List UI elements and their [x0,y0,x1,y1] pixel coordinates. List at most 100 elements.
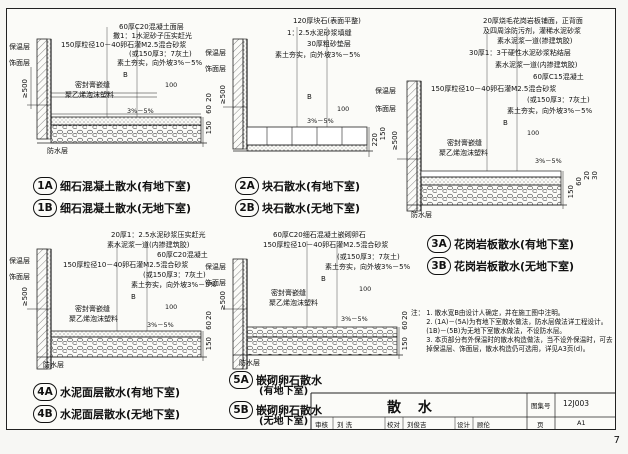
d4-dim-20: 20 [205,311,213,320]
caption-5b-sub: (无地下室) [259,416,309,427]
d1-dim-500: ≥500 [21,79,29,99]
d3-layer-9: 素土夯实，向外坡3%－5% [507,107,593,115]
badge-1b: 1B [33,199,57,217]
title-block-grid [310,392,615,429]
d3-layer-4: 30厚1：3干硬性水泥砂浆粘结层 [469,49,571,57]
caption-1a: 1A 细石混凝土散水(有地下室) [33,177,191,195]
d1-layer-4: (或150厚3：7灰土) [129,50,192,58]
d5-label-finish: 饰面层 [205,279,226,287]
d5-dim-500: ≥500 [219,291,227,311]
d3-dim-500: ≥500 [391,131,399,151]
tb-design-name: 顾伦 [477,421,490,429]
detail-4-section [27,241,207,370]
caption-5a-sub: (有地下室) [259,386,309,397]
d5-label-sealant: 密封膏嵌缝 [271,289,306,297]
detail-5-section [223,241,403,370]
d5-dim-20: 20 [401,311,409,320]
d2-label-width: B [307,93,312,101]
badge-2a: 2A [235,177,259,195]
d1-layer-3: 150厚粒径10－40卵石灌M2.5混合砂浆 [61,41,187,49]
d4-dim-150: 150 [205,337,213,351]
d5-label-width: B [321,275,326,283]
d5-label-foam: 聚乙烯泡沫塑料 [269,299,318,307]
d5-label-waterproof: 防水层 [239,359,260,367]
notes-block: 注： 1. 散水宽B由设计人确定，并在施工图中注明。 2. (1A)－(5A)为… [411,309,617,354]
d3-label-slope: 3%－5% [535,157,562,165]
d4-layer-1: 20厚1：2.5水泥砂浆压实赶光 [111,231,206,239]
d3-label-insulation: 保温层 [375,87,396,95]
caption-3b-text: 花岗岩板散水(无地下室) [454,260,575,273]
d4-label-foam: 聚乙烯泡沫塑料 [69,315,118,323]
caption-3b: 3B 花岗岩板散水(无地下室) [427,257,574,275]
d3-dim-30: 30 [591,171,599,180]
detail-3-section [397,33,567,212]
d2-layer-2: 1：2.5水泥砂浆填缝 [287,29,352,37]
d4-label-insulation: 保温层 [9,257,30,265]
d3-label-width: B [503,119,508,127]
note-3: 3. 本页部分有外保温时的散水构造做法，当不设外保温时，可去掉保温层、饰面层，散… [426,336,613,353]
d4-layer-4: 150厚粒径10－40卵石灌M2.5混合砂浆 [63,261,189,269]
d2-dim-500: ≥500 [219,85,227,105]
caption-2a: 2A 块石散水(有地下室) [235,177,360,195]
d3-layer-8: (或150厚3：7灰土) [527,96,590,104]
tb-design-label: 设计 [457,421,470,429]
tb-review-label: 审核 [315,421,328,429]
d2-label-finish: 饰面层 [205,65,226,73]
d2-dim-100: 100 [337,105,350,113]
caption-2b-text: 块石散水(无地下室) [262,202,361,215]
d3-dim-150: 150 [567,185,575,199]
badge-2b: 2B [235,199,259,217]
d3-label-sealant: 密封膏嵌缝 [447,139,482,147]
d4-layer-2: 素水泥浆一道(内掺建筑胶) [107,241,190,249]
d1-label-width: B [123,71,128,79]
d4-layer-3: 60厚C20混凝土 [157,251,208,259]
d1-label-finish: 饰面层 [9,59,30,67]
atlas-number: 12J003 [563,399,590,408]
d5-layer-4: 素土夯实，向外坡3%－5% [325,263,411,271]
d2-dim-150: 150 [379,127,387,141]
d2-label-insulation: 保温层 [205,49,226,57]
drawing-sheet: 60厚C20混凝土面层 撒1：1水泥砂子压实赶光 150厚粒径10－40卵石灌M… [6,8,616,430]
construction-details-drawing [27,27,615,429]
caption-1b-text: 细石混凝土散水(无地下室) [60,202,192,215]
caption-1b: 1B 细石混凝土散水(无地下室) [33,199,191,217]
d1-label-sealant: 密封膏嵌缝 [75,81,110,89]
caption-4a-text: 水泥面层散水(有地下室) [60,386,181,399]
d2-label-slope: 3%－5% [307,117,334,125]
d5-dim-60: 60 [401,321,409,330]
d4-label-slope: 3%－5% [147,321,174,329]
tb-review-name: 刘 洗 [337,421,353,429]
caption-1a-text: 细石混凝土散水(有地下室) [60,180,192,193]
d3-label-finish: 饰面层 [375,105,396,113]
d4-dim-60: 60 [205,321,213,330]
d1-label-foam: 聚乙烯泡沫塑料 [65,91,114,99]
d5-layer-2: 150厚粒径10－40卵石灌M2.5混合砂浆 [263,241,389,249]
d1-layer-1: 60厚C20混凝土面层 [119,23,184,31]
tb-page-label: 页 [537,421,544,429]
d1-dim-20: 20 [205,93,213,102]
d1-dim-60: 60 [205,105,213,114]
note-2: 2. (1A)－(5A)为有地下室散水做法，防水层做法详工程设计。(1B)－(5… [426,318,608,335]
d4-layer-6: 素土夯实，向外坡3%－5% [131,281,217,289]
d2-layer-1: 120厚块石(表面平整) [293,17,361,25]
note-1: 1. 散水宽B由设计人确定，并在施工图中注明。 [426,309,565,317]
d2-layer-3: 30厚粗砂垫层 [307,40,351,48]
caption-5b: 5B 嵌砌卵石散水 [229,401,322,419]
d5-layer-3: (或150厚3：7灰土) [337,253,400,261]
d4-layer-5: (或150厚3：7灰土) [143,271,206,279]
caption-3a: 3A 花岗岩板散水(有地下室) [427,235,574,253]
d1-dim-100: 100 [165,81,178,89]
d2-dim-220: 220 [371,133,379,147]
d5-layer-1: 60厚C20细石混凝土嵌砌卵石 [273,231,366,239]
d3-label-waterproof: 防水层 [411,211,432,219]
d3-label-foam: 聚乙烯泡沫塑料 [439,149,488,157]
caption-5a: 5A 嵌砌卵石散水 [229,371,322,389]
detail-2-section [223,27,373,157]
d3-layer-2: 及四周涂防污剂，灌稀水泥砂浆 [483,27,581,35]
d4-label-width: B [131,293,136,301]
d5-dim-150: 150 [401,337,409,351]
caption-5b-text: 嵌砌卵石散水 [256,404,322,417]
badge-1a: 1A [33,177,57,195]
caption-5a-text: 嵌砌卵石散水 [256,374,322,387]
page-number: 7 [613,435,620,446]
